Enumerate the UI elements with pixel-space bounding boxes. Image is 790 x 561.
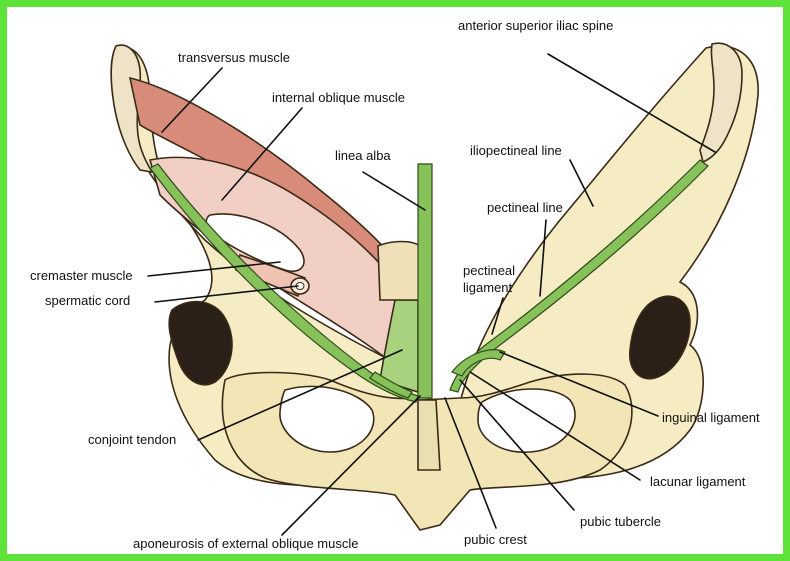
label-conjoint-tendon: conjoint tendon [88, 432, 176, 447]
label-linea-alba: linea alba [335, 148, 391, 163]
label-pectineal-ligament-1: pectineal [463, 263, 515, 278]
label-inguinal-ligament: inguinal ligament [662, 410, 760, 425]
label-cremaster-muscle: cremaster muscle [30, 268, 133, 283]
label-iliopectineal-line: iliopectineal line [470, 143, 562, 158]
label-transversus-muscle: transversus muscle [178, 50, 290, 65]
label-internal-oblique-muscle: internal oblique muscle [272, 90, 405, 105]
label-spermatic-cord: spermatic cord [45, 293, 130, 308]
label-lacunar-ligament: lacunar ligament [650, 474, 746, 489]
leader-linea-alba [363, 172, 425, 210]
label-asis: anterior superior iliac spine [458, 18, 613, 33]
pubic-symphysis [418, 400, 440, 470]
label-pubic-tubercle: pubic tubercle [580, 514, 661, 529]
rectus-stump [378, 242, 420, 301]
label-pectineal-line: pectineal line [487, 200, 563, 215]
label-aponeurosis-external-oblique: aponeurosis of external oblique muscle [133, 536, 358, 551]
linea-alba-shape [418, 164, 432, 398]
label-pubic-crest: pubic crest [464, 532, 527, 547]
label-pectineal-ligament-2: ligament [463, 280, 513, 295]
